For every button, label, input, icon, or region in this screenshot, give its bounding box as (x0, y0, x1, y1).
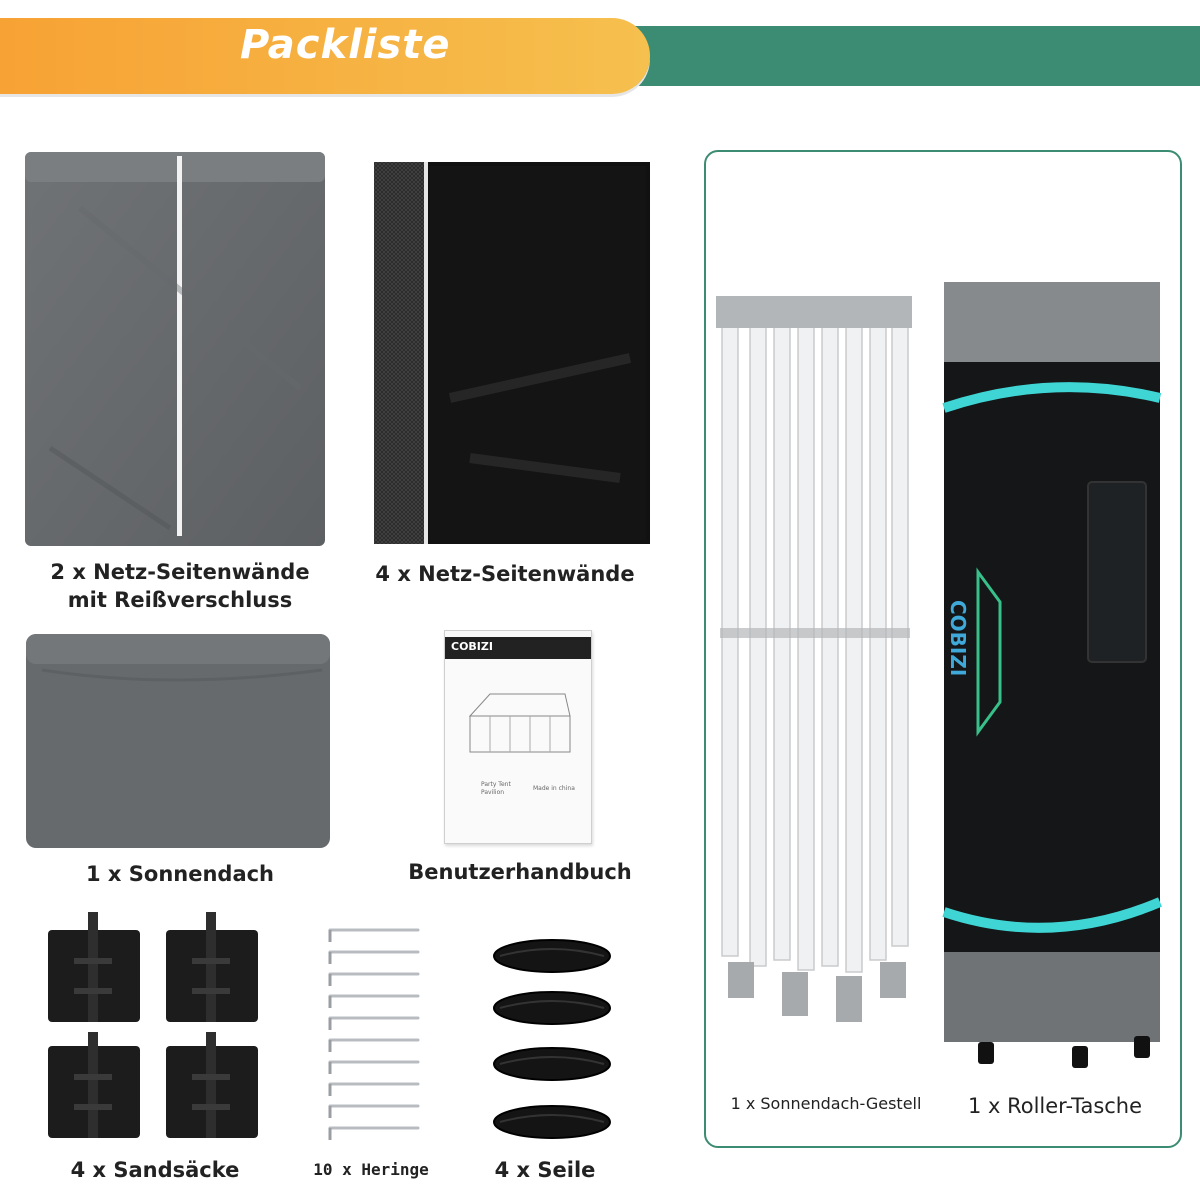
frame-label: 1 x Sonnendach-Gestell (730, 1094, 922, 1113)
ropes-label: 4 x Seile (494, 1158, 596, 1182)
roller-bag-image (942, 282, 1162, 1068)
canopy-label: 1 x Sonnendach (85, 862, 275, 886)
sandbags-image (48, 912, 258, 1138)
manual-text2: Pavilion (481, 789, 505, 796)
manual-image: COBIZI Party Tent Pavilion Made in china (444, 630, 592, 844)
cobizi-logo-icon (976, 567, 1002, 737)
pegs-label: 10 x Heringe (313, 1160, 429, 1179)
manual-header-bar (445, 637, 591, 659)
banner-stripe (560, 26, 1200, 86)
manual-label: Benutzerhandbuch (408, 860, 632, 884)
roller-bag-label: 1 x Roller-Tasche (967, 1094, 1143, 1118)
sandbag-icon (48, 912, 140, 1022)
mesh-sidewall-image (374, 162, 650, 544)
zip-sidewall-label-line2: mit Reißverschluss (67, 588, 293, 612)
canopy-image (26, 634, 330, 848)
page-title: Packliste (240, 22, 451, 68)
ropes-image (493, 939, 611, 1139)
banner-pill (0, 18, 650, 94)
manual-brand: COBIZI (451, 640, 493, 653)
manual-text1: Party Tent (481, 781, 511, 788)
zip-sidewall-label: 2 x Netz-Seitenwände mit Reißverschluss (20, 558, 340, 614)
frame-image (716, 296, 912, 1022)
tent-sketch-icon (468, 693, 571, 753)
sandbags-label: 4 x Sandsäcke (70, 1158, 240, 1182)
zip-sidewall-image (25, 152, 325, 546)
zip-sidewall-label-line1: 2 x Netz-Seitenwände (50, 560, 310, 584)
frame-and-bag-panel (704, 150, 1182, 1148)
manual-text3: Made in china (533, 785, 575, 792)
pegs-image (328, 928, 420, 1140)
bag-logo-text: COBIZI (946, 600, 970, 677)
mesh-sidewall-label: 4 x Netz-Seitenwände (375, 562, 635, 586)
